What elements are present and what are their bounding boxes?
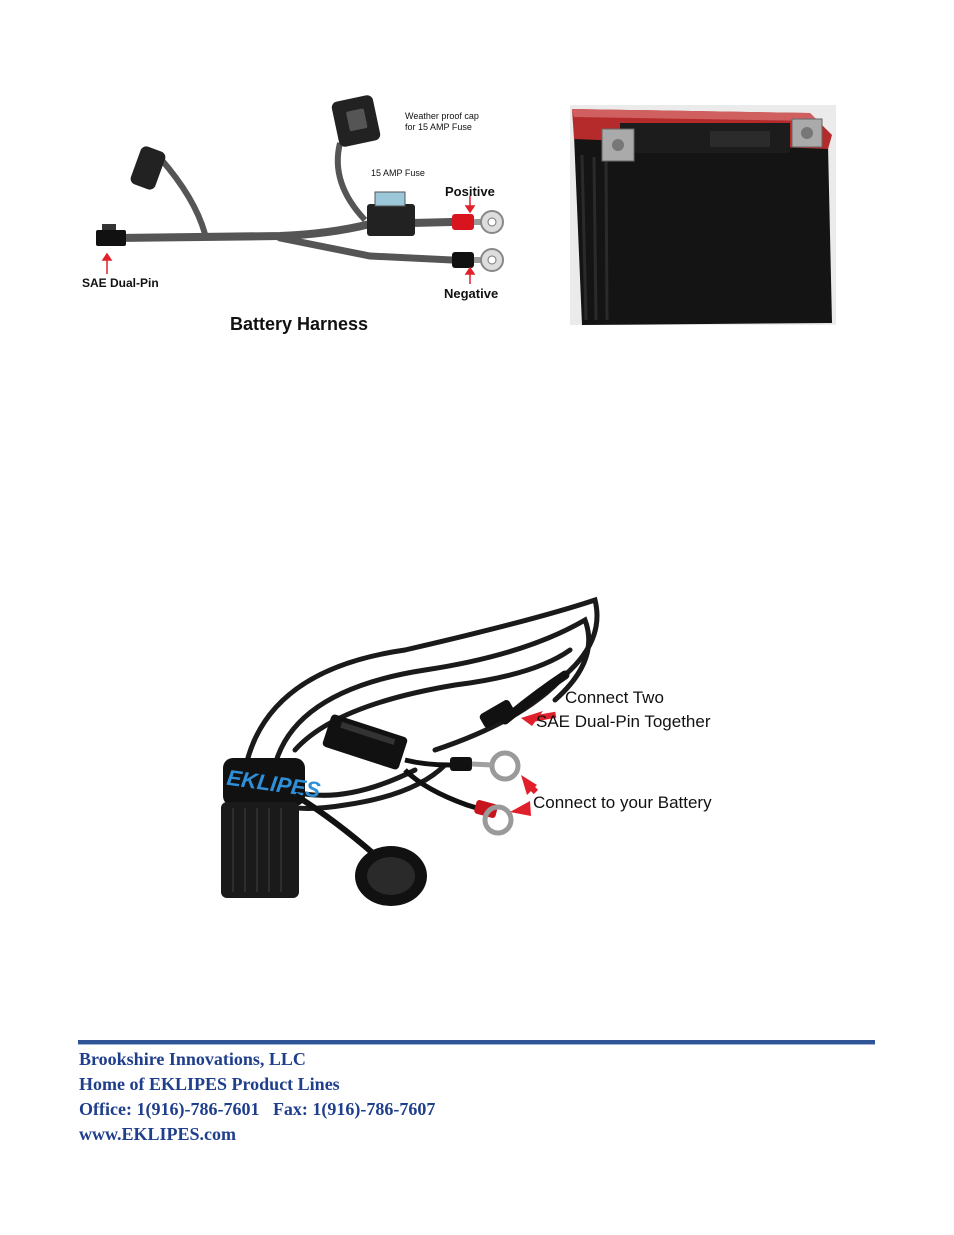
sae-cap <box>129 145 167 191</box>
battery-harness-drawing: Weather proof cap for 15 AMP Fuse 15 AMP… <box>80 88 520 348</box>
battery-harness-figure: Weather proof cap for 15 AMP Fuse 15 AMP… <box>80 88 520 348</box>
footer: Brookshire Innovations, LLC Home of EKLI… <box>79 1047 435 1147</box>
fuse <box>375 192 405 206</box>
cap-label-1: Weather proof cap <box>405 111 479 121</box>
fuse-label: 15 AMP Fuse <box>371 168 425 178</box>
negative-label: Negative <box>444 286 498 301</box>
cigarette-socket: EKLIPES <box>221 758 322 898</box>
battery-connect-label: Connect to your Battery <box>533 793 712 812</box>
fuse-holder <box>367 204 415 236</box>
sae-label: SAE Dual-Pin <box>82 276 159 290</box>
negative-terminal <box>452 252 474 268</box>
positive-ring-terminal <box>485 807 511 833</box>
negative-ring-terminal <box>492 753 518 779</box>
cable-figure: EKLIPES Connect Two SAE Dual-Pin Togethe… <box>205 580 745 920</box>
battery-arrow-2 <box>510 801 531 816</box>
sae-together-label: SAE Dual-Pin Together <box>536 712 711 731</box>
website-link[interactable]: www.EKLIPES.com <box>79 1122 435 1147</box>
battery-image <box>560 95 842 327</box>
company-name: Brookshire Innovations, LLC <box>79 1047 435 1072</box>
harness-caption: Battery Harness <box>230 314 368 334</box>
sae-connector <box>96 230 126 246</box>
positive-terminal <box>452 214 474 230</box>
connect-two-label: Connect Two <box>565 688 664 707</box>
cap-label-2: for 15 AMP Fuse <box>405 122 472 132</box>
positive-label: Positive <box>445 184 495 199</box>
footer-divider <box>78 1040 875 1045</box>
cable-drawing: EKLIPES Connect Two SAE Dual-Pin Togethe… <box>205 580 745 920</box>
fuse-holder <box>322 713 409 770</box>
contact-phone-fax: Office: 1(916)-786-7601 Fax: 1(916)-786-… <box>79 1097 435 1122</box>
company-tagline: Home of EKLIPES Product Lines <box>79 1072 435 1097</box>
